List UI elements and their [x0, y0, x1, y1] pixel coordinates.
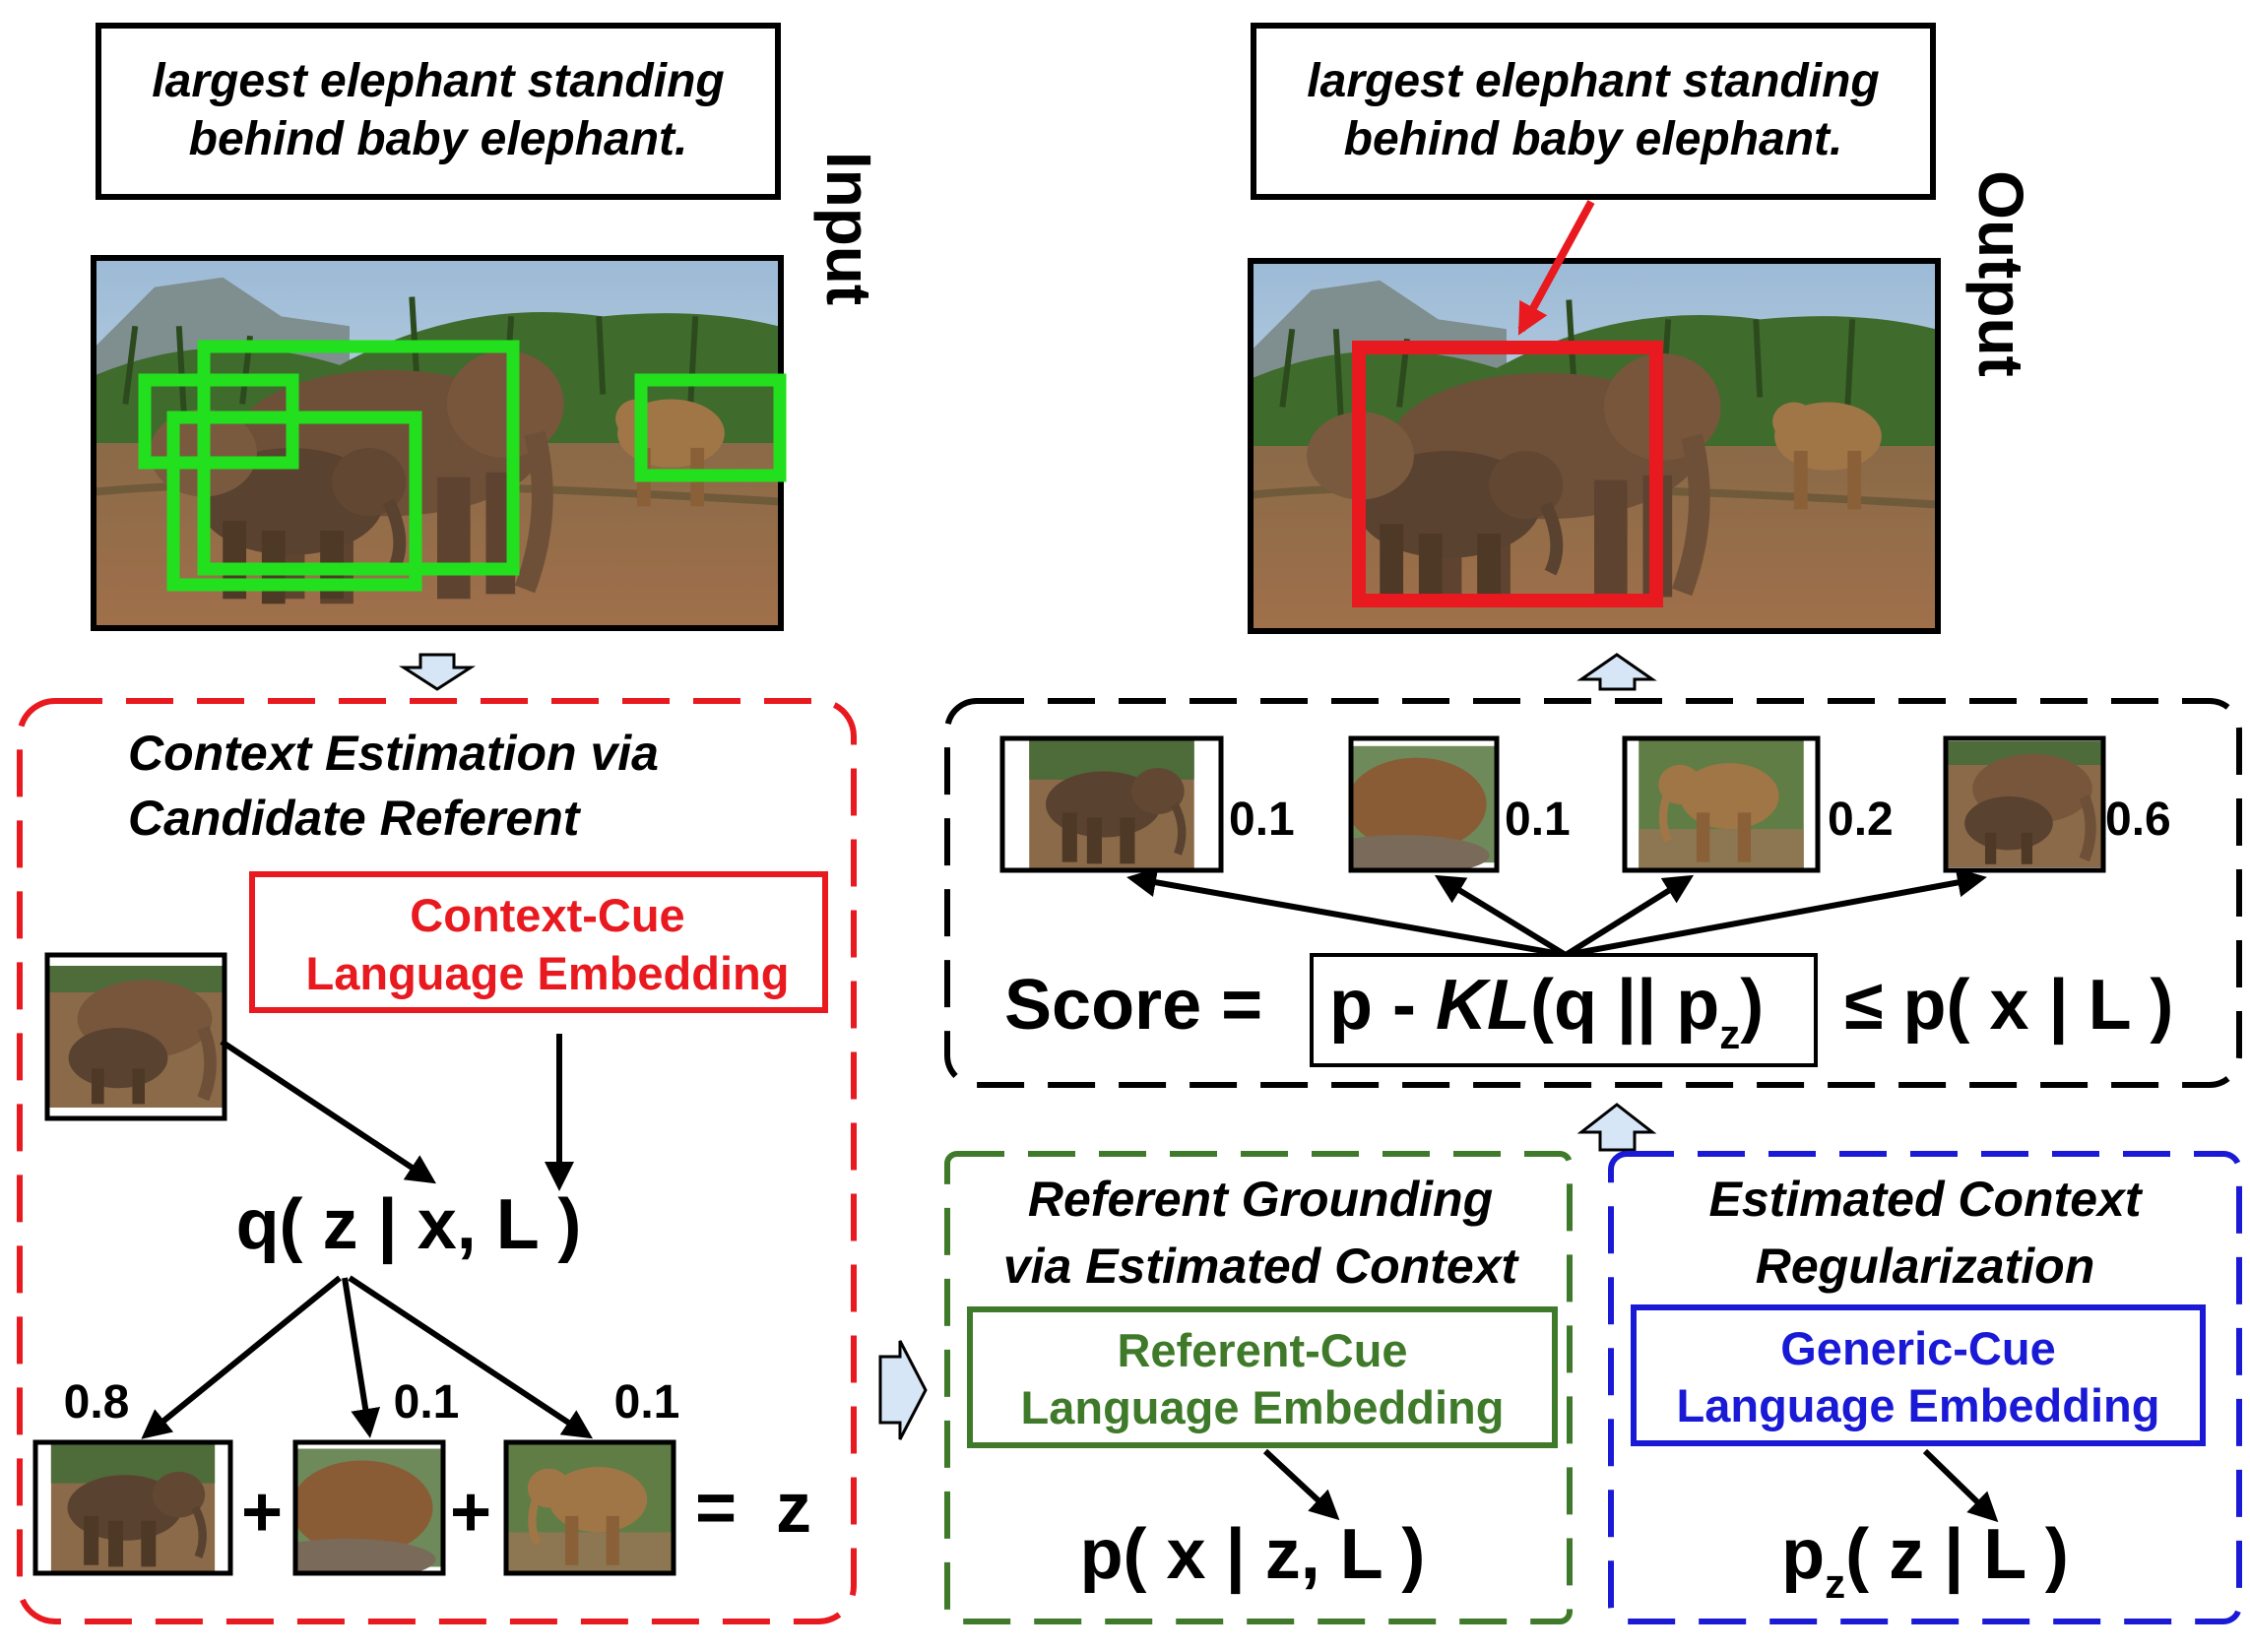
candidate-boxes [138, 340, 787, 592]
regularization-panel-title-line-1: Estimated Context [1709, 1172, 2144, 1227]
generic-cue-embedding-box [1631, 1304, 2206, 1446]
block-arrow-icon [878, 1340, 928, 1440]
elephant-crop-image [1351, 745, 1497, 870]
elephant-crop-image [295, 1448, 443, 1573]
score-bound: ≤ p( x | L ) [1844, 966, 2173, 1045]
score-formula-box [1310, 953, 1818, 1067]
weight-label-3: 0.1 [614, 1376, 680, 1429]
referent-cue-label-line-2: Language Embedding [1021, 1381, 1505, 1433]
input-caption-line-1: largest elephant standing [152, 55, 724, 107]
score-formula: p - KL(q || pz) [1329, 966, 1764, 1057]
elephant-crop-image [1029, 738, 1194, 870]
block-arrow-icon [1576, 1103, 1657, 1152]
elephant-crop-image [1639, 738, 1804, 870]
candidate-box-right [634, 373, 787, 482]
context-cue-embedding-box [249, 871, 828, 1013]
referent-cue-embedding-box [967, 1306, 1558, 1448]
score-value-4: 0.6 [2105, 794, 2171, 846]
referent-grounding-panel: Referent Grounding via Estimated Context… [944, 1151, 1573, 1624]
output-caption-line-1: largest elephant standing [1307, 55, 1879, 107]
context-estimation-panel: Context Estimation via Candidate Referen… [17, 698, 857, 1624]
score-value-3: 0.2 [1828, 794, 1894, 846]
output-caption-line-2: behind baby elephant. [1344, 113, 1843, 165]
grounding-panel-title-line-2: via Estimated Context [1003, 1239, 1520, 1294]
input-caption-line-2: behind baby elephant. [189, 113, 688, 165]
prior-formula: pz( z | L ) [1781, 1515, 2069, 1607]
grounding-panel-title-line-1: Referent Grounding [1028, 1172, 1493, 1227]
plus-sign-1: + [241, 1473, 283, 1552]
output-image [1248, 258, 1941, 634]
input-caption-box: largest elephant standing behind baby el… [96, 23, 781, 200]
likelihood-formula: p( x | z, L ) [1080, 1515, 1426, 1594]
score-panel: 0.1 0.1 0.2 0.6 Score = p - KL(q || pz) … [944, 698, 2242, 1088]
elephant-crop-image [508, 1442, 672, 1573]
input-image [91, 255, 787, 631]
block-arrow-icon [1576, 653, 1657, 691]
plus-sign-2: + [450, 1473, 491, 1552]
context-panel-title-line-2: Candidate Referent [128, 791, 582, 846]
posterior-q-formula: q( z | x, L ) [236, 1185, 582, 1264]
weight-label-2: 0.1 [394, 1376, 460, 1429]
elephant-crop-image [1946, 741, 2103, 867]
equals-sign: = [695, 1469, 737, 1548]
context-panel-title-line-1: Context Estimation via [128, 726, 659, 781]
candidate-box-baby [166, 411, 422, 592]
generic-cue-label-line-2: Language Embedding [1677, 1379, 2160, 1431]
referent-cue-label-line-1: Referent-Cue [1117, 1324, 1407, 1376]
context-cue-label-line-2: Language Embedding [306, 947, 790, 999]
context-cue-label-line-1: Context-Cue [410, 889, 684, 941]
score-value-2: 0.1 [1505, 794, 1571, 846]
context-z-label: z [776, 1469, 811, 1548]
input-label: Input [813, 152, 884, 305]
regularization-panel-title-line-2: Regularization [1756, 1239, 2094, 1294]
output-caption-box: largest elephant standing behind baby el… [1251, 23, 1936, 200]
score-value-1: 0.1 [1229, 794, 1295, 846]
elephant-crop-image [51, 1442, 215, 1573]
weight-label-1: 0.8 [64, 1376, 130, 1429]
score-label: Score = [1004, 966, 1262, 1045]
context-regularization-panel: Estimated Context Regularization Generic… [1608, 1151, 2242, 1624]
predicted-referent-box [1352, 341, 1663, 607]
caption-to-box-arrow [1517, 200, 1595, 336]
output-label: Output [1965, 170, 2036, 377]
elephant-crop-image [47, 966, 225, 1108]
block-arrow-icon [398, 653, 477, 691]
generic-cue-label-line-1: Generic-Cue [1780, 1322, 2055, 1374]
